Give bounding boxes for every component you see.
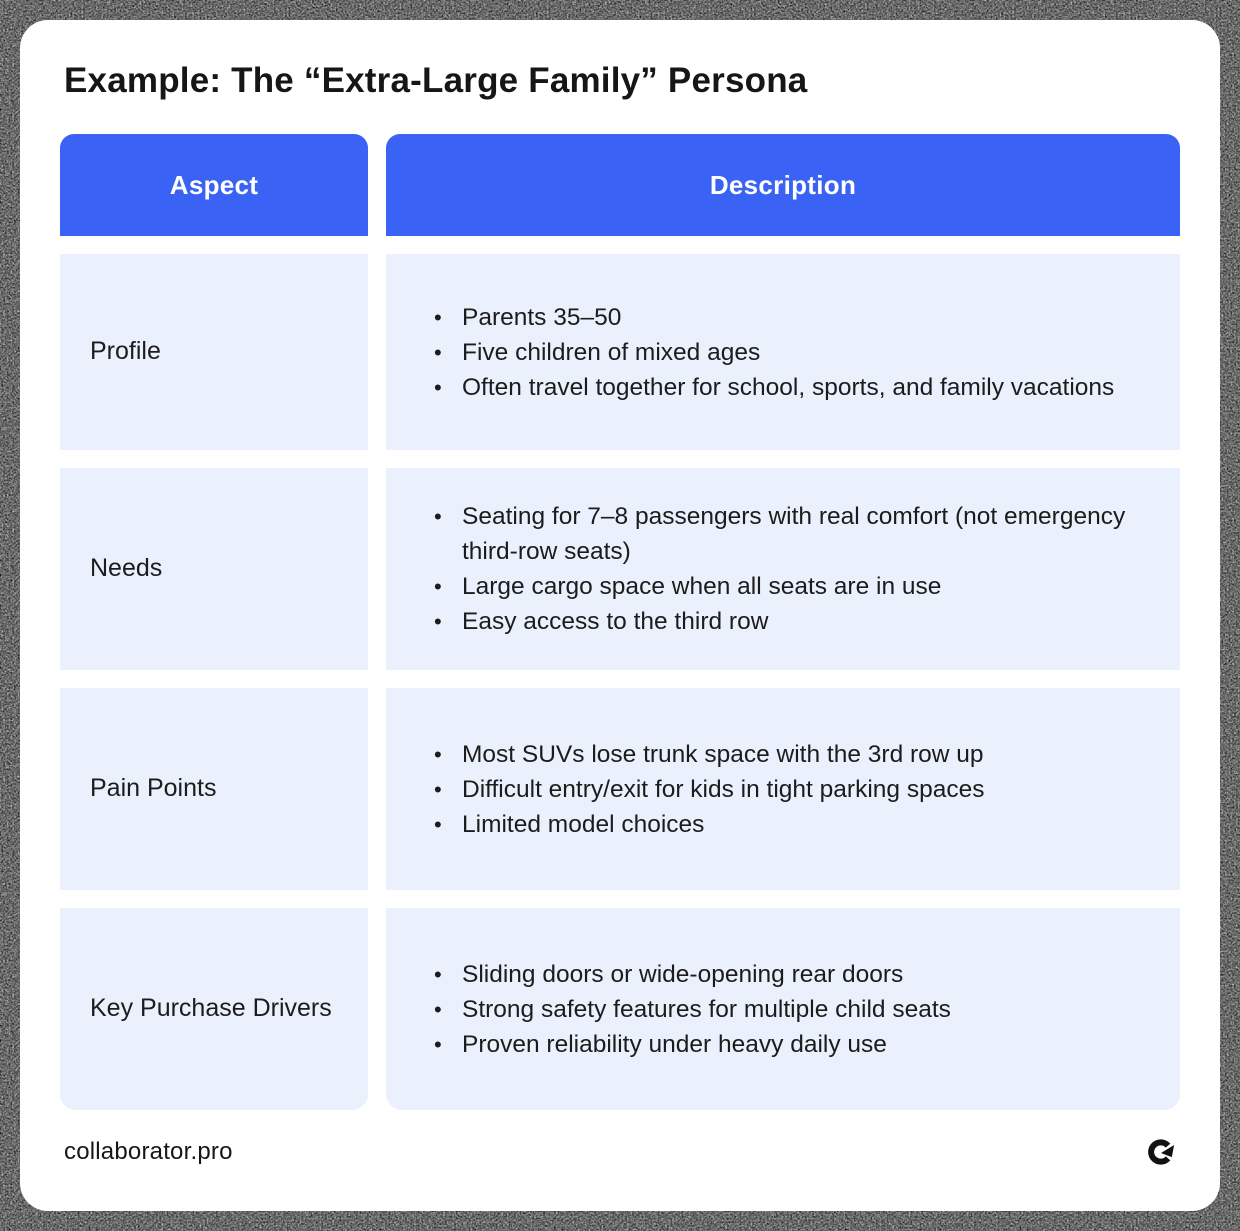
bullet-item: • Often travel together for school, sport… <box>432 370 1114 405</box>
bullet-dot: • <box>434 609 442 634</box>
bullet-text: Most SUVs lose trunk space with the 3rd … <box>462 740 984 768</box>
aspect-cell-pain-points: Pain Points <box>60 688 368 890</box>
bullet-text: Parents 35–50 <box>462 303 622 331</box>
bullet-dot: • <box>434 339 442 365</box>
bullet-text: Limited model choices <box>462 810 705 838</box>
description-cell-profile: • Parents 35–50 • Five children of mixed a… <box>386 254 1180 450</box>
column-header-aspect: Aspect <box>60 134 368 236</box>
column-header-description: Description <box>386 134 1180 236</box>
bullet-text: Often travel together for school, sports… <box>462 373 1115 401</box>
bullet-item: • Strong safety features for multiple chi… <box>432 992 951 1027</box>
bullet-text: Five children of mixed ages <box>462 338 761 366</box>
aspect-cell-needs: Needs <box>60 468 368 670</box>
bullet-item: • Sliding doors or wide-opening rear door… <box>432 957 951 992</box>
bullet-text: Strong safety features for multiple chil… <box>462 995 951 1023</box>
bullet-dot: • <box>434 811 442 837</box>
bullet-list: • Sliding doors or wide-opening rear door… <box>432 957 951 1062</box>
bullet-dot: • <box>434 776 442 802</box>
bullet-dot: • <box>434 1031 442 1057</box>
bullet-item: • Difficult entry/exit for kids in tight … <box>432 772 984 807</box>
bullet-list: • Most SUVs lose trunk space with the 3rd… <box>432 737 984 842</box>
bullet-dot: • <box>434 504 442 529</box>
description-cell-needs: • Seating for 7–8 passengers with real co… <box>386 468 1180 670</box>
page-title: Example: The “Extra-Large Family” Person… <box>64 61 808 100</box>
bullet-dot: • <box>434 374 442 400</box>
site-name: collaborator.pro <box>64 1138 233 1165</box>
bullet-item: • Large cargo space when all seats are in… <box>432 569 1152 604</box>
bullet-item: • Five children of mixed ages <box>432 335 1114 370</box>
collaborator-logo-icon <box>1146 1137 1176 1167</box>
persona-table: Aspect Description Profile • Parents 35–5… <box>60 134 1180 1110</box>
bullet-text: Seating for 7–8 passengers with real com… <box>462 503 1126 565</box>
bullet-dot: • <box>434 996 442 1022</box>
bullet-item: • Most SUVs lose trunk space with the 3rd… <box>432 737 984 772</box>
bullet-text: Proven reliability under heavy daily use <box>462 1030 887 1058</box>
bullet-dot: • <box>434 574 442 599</box>
bullet-item: • Easy access to the third row <box>432 604 1152 639</box>
bullet-item: • Limited model choices <box>432 807 984 842</box>
bullet-dot: • <box>434 304 442 330</box>
bullet-item: • Proven reliability under heavy daily us… <box>432 1027 951 1062</box>
bullet-dot: • <box>434 961 442 987</box>
bullet-dot: • <box>434 741 442 767</box>
bullet-text: Easy access to the third row <box>462 608 769 635</box>
description-cell-key-purchase-drivers: • Sliding doors or wide-opening rear door… <box>386 908 1180 1110</box>
bullet-text: Large cargo space when all seats are in … <box>462 573 942 600</box>
bullet-item: • Seating for 7–8 passengers with real co… <box>432 499 1152 569</box>
aspect-cell-key-purchase-drivers: Key Purchase Drivers <box>60 908 368 1110</box>
bullet-list: • Parents 35–50 • Five children of mixed a… <box>432 300 1114 405</box>
bullet-text: Sliding doors or wide-opening rear doors <box>462 960 904 988</box>
description-cell-pain-points: • Most SUVs lose trunk space with the 3rd… <box>386 688 1180 890</box>
bullet-item: • Parents 35–50 <box>432 300 1114 335</box>
aspect-cell-profile: Profile <box>60 254 368 450</box>
bullet-text: Difficult entry/exit for kids in tight p… <box>462 775 985 803</box>
footer: collaborator.pro <box>60 1137 1180 1173</box>
infographic-card: Example: The “Extra-Large Family” Person… <box>20 20 1220 1211</box>
bullet-list: • Seating for 7–8 passengers with real co… <box>432 499 1152 639</box>
